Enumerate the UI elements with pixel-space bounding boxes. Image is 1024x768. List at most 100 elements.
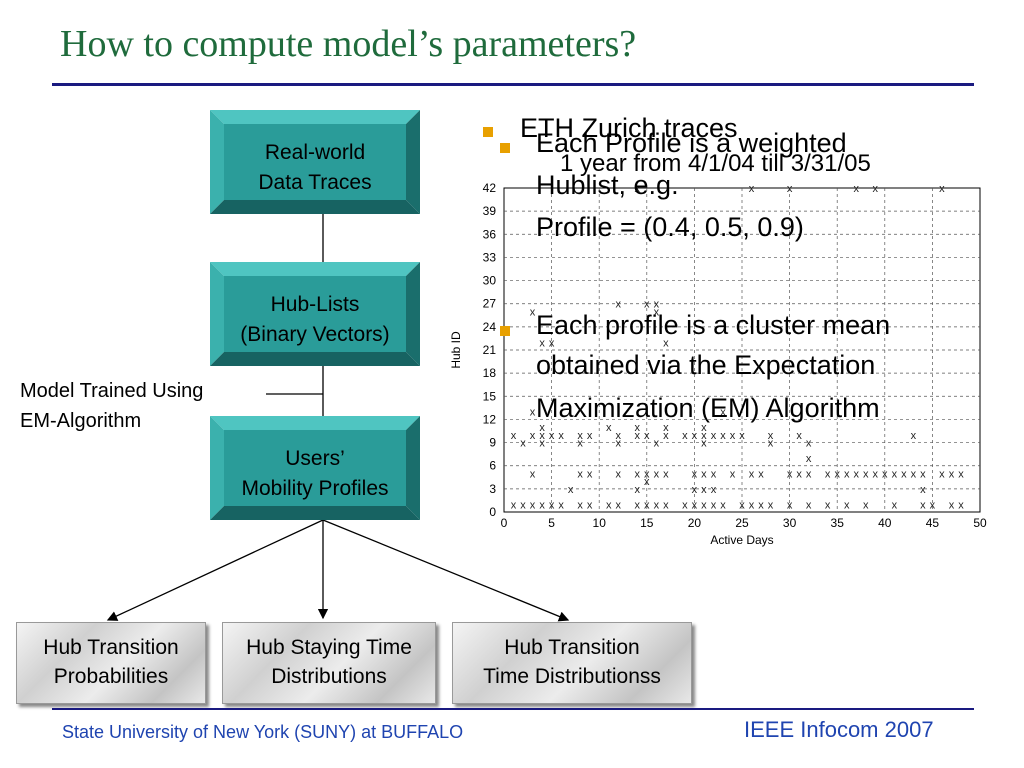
data-point: x [530, 306, 536, 318]
data-point: x [844, 468, 850, 480]
data-point: x [863, 468, 869, 480]
data-point: x [587, 499, 593, 511]
x-tick-label: 20 [688, 516, 702, 530]
data-point: x [577, 499, 583, 511]
x-tick-label: 30 [783, 516, 797, 530]
data-point: x [539, 499, 545, 511]
data-point: x [711, 430, 717, 442]
data-point: x [615, 499, 621, 511]
data-point: x [606, 499, 612, 511]
bullet-cluster-line2: obtained via the Expectation [536, 350, 876, 380]
data-point: x [615, 468, 621, 480]
side-label-line2: EM-Algorithm [20, 410, 142, 432]
data-point: x [587, 468, 593, 480]
bullet-weighted-line3: Profile = (0.4, 0.5, 0.9) [536, 212, 804, 242]
real-world-data-traces-box: Real-world Data Traces [210, 110, 420, 214]
title-rule [52, 83, 974, 86]
x-tick-label: 0 [501, 516, 508, 530]
y-tick-label: 27 [483, 297, 497, 311]
data-point: x [806, 468, 812, 480]
bullet-weighted-line2: Hublist, e.g. [536, 170, 679, 200]
y-tick-label: 30 [483, 274, 497, 288]
data-point: x [654, 306, 660, 318]
data-point: x [720, 499, 726, 511]
data-point: x [939, 183, 945, 195]
output1-line1: Hub Transition [43, 636, 179, 659]
data-point: x [549, 499, 555, 511]
data-point: x [606, 422, 612, 434]
data-point: x [654, 438, 660, 450]
box3-line2: Mobility Profiles [241, 477, 389, 500]
data-point: x [806, 453, 812, 465]
data-point: x [692, 484, 698, 496]
data-point: x [796, 430, 802, 442]
data-point: x [730, 430, 736, 442]
data-point: x [530, 430, 536, 442]
data-point: x [958, 499, 964, 511]
bullet-square-eth [483, 127, 493, 137]
bullet-weighted-line1: Each Profile is a weighted [536, 128, 847, 158]
data-point: x [692, 468, 698, 480]
data-point: x [530, 499, 536, 511]
footer-institution: State University of New York (SUNY) at B… [62, 722, 464, 742]
data-point: x [701, 430, 707, 442]
data-point: x [873, 183, 879, 195]
data-point: x [939, 468, 945, 480]
output3-line2: Time Distributionss [483, 665, 661, 688]
data-point: x [711, 484, 717, 496]
data-point: x [635, 183, 641, 195]
x-tick-label: 45 [926, 516, 940, 530]
data-point: x [539, 422, 545, 434]
data-point: x [692, 499, 698, 511]
y-tick-label: 6 [489, 459, 496, 473]
data-point: x [749, 183, 755, 195]
data-point: x [635, 422, 641, 434]
data-point: x [701, 499, 707, 511]
data-point: x [787, 468, 793, 480]
data-point: x [663, 468, 669, 480]
data-point: x [758, 499, 764, 511]
data-point: x [539, 337, 545, 349]
data-point: x [701, 422, 707, 434]
hub-lists-box: Hub-Lists (Binary Vectors) [210, 262, 420, 366]
data-point: x [749, 468, 755, 480]
x-tick-label: 5 [548, 516, 555, 530]
x-tick-label: 25 [735, 516, 749, 530]
y-tick-label: 3 [489, 482, 496, 496]
data-point: x [654, 499, 660, 511]
data-point: x [635, 468, 641, 480]
data-point: x [911, 468, 917, 480]
data-point: x [873, 468, 879, 480]
bullet-eth-sub: 1 year from 4/1/04 till 3/31/05 [560, 150, 871, 177]
data-point: x [806, 438, 812, 450]
y-tick-label: 18 [483, 366, 497, 380]
data-point: x [825, 468, 831, 480]
x-axis-label: Active Days [710, 533, 773, 547]
data-point: x [701, 468, 707, 480]
data-point: x [949, 468, 955, 480]
output1-line2: Probabilities [53, 665, 169, 688]
data-point: x [892, 499, 898, 511]
data-point: x [587, 430, 593, 442]
bullet-square-cluster [500, 326, 510, 336]
data-point: x [530, 407, 536, 419]
bullet-cluster-line1: Each profile is a cluster mean [536, 310, 891, 340]
data-point: x [920, 484, 926, 496]
data-point: x [739, 499, 745, 511]
data-point: x [539, 430, 545, 442]
data-point: x [882, 468, 888, 480]
output2-line2: Distributions [271, 665, 387, 688]
data-point: x [558, 430, 564, 442]
data-point: x [568, 484, 574, 496]
x-tick-label: 50 [973, 516, 987, 530]
data-point: x [520, 438, 526, 450]
data-point: x [635, 430, 641, 442]
data-point: x [730, 468, 736, 480]
data-point: x [615, 438, 621, 450]
footer-rule [52, 708, 974, 710]
data-point: x [720, 430, 726, 442]
data-point: x [663, 430, 669, 442]
hub-staying-time-box: Hub Staying Time Distributions [222, 622, 436, 704]
data-point: x [863, 499, 869, 511]
bullet-square-weighted [500, 143, 510, 153]
